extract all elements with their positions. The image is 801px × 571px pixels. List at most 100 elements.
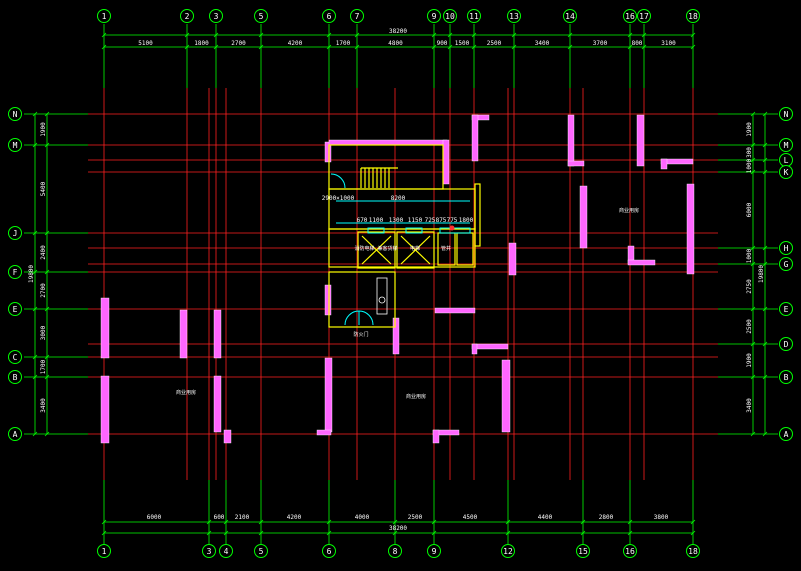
shaft-2-outline [456,232,474,266]
right-axis-bubble-label: D [784,340,789,349]
dim-tick [762,306,768,312]
lobby-door-label: 防火门 [353,331,368,338]
left-axis-bubble-circle [8,107,22,121]
dim-tick [762,169,768,175]
top-dimension: 3400 [535,40,550,47]
dim-tick [580,519,586,525]
dim-tick [447,44,453,50]
dim-tick [750,306,756,312]
dim-tick [44,142,50,148]
left-axis-bubble-circle [8,350,22,364]
dim-tick [44,374,50,380]
left-axis-bubble-circle [8,302,22,316]
right-axis-bubble-circle [779,257,793,271]
dim-tick [44,354,50,360]
elevator-cross [400,235,431,265]
dim-tick [44,230,50,236]
bottom-axis-bubble-circle [623,544,637,558]
wall-segment [100,297,110,359]
top-axis-bubble-circle [97,9,111,23]
dim-tick [258,44,264,50]
bottom-axis-bubble-label: 6 [327,547,332,556]
right-axis-bubble-label: N [784,110,789,119]
dim-tick [762,374,768,380]
dim-tick [32,431,38,437]
dim-tick [750,111,756,117]
equipment-circle [378,296,386,304]
dim-tick [44,306,50,312]
top-dimension: 5100 [138,40,153,47]
left-axis-bubble-label: J [13,229,18,238]
wall-segment [471,343,478,355]
top-axis-bubble-label: 11 [469,12,479,21]
bottom-axis-bubble-label: 8 [393,547,398,556]
dim-tick [431,530,437,536]
dim-tick [471,32,477,38]
dim-tick [471,44,477,50]
bottom-axis-bubble-label: 3 [207,547,212,556]
wall-segment [686,183,695,275]
dim-tick [101,32,107,38]
dim-tick [32,269,38,275]
equipment-box [376,277,388,315]
dim-tick [258,32,264,38]
wall-segment [471,343,509,350]
top-axis-bubble-label: 1 [102,12,107,21]
right-dimension: 2750 [746,279,753,294]
core-sub-dimension: 725 [425,217,436,224]
dim-tick [641,32,647,38]
core-sub-dimension: 1800 [459,217,474,224]
bottom-axis-bubble-circle [97,544,111,558]
wall-segment [432,429,440,444]
wall-segment [392,317,400,355]
dim-tick [184,32,190,38]
bottom-axis-bubble-circle [576,544,590,558]
core-dimension: 8200 [391,195,406,202]
dim-tick [354,44,360,50]
right-axis-bubble-label: E [784,305,789,314]
elevator-1-outline [357,231,396,269]
left-dimension: 2700 [40,283,47,298]
top-dimension: 3100 [661,40,676,47]
core-top-wall [328,139,448,146]
top-axis-bubble-circle [254,9,268,23]
dim-tick [580,530,586,536]
top-axis-bubble-label: 17 [639,12,649,21]
dim-tick [511,32,517,38]
dim-tick [762,157,768,163]
top-axis-bubble-circle [563,9,577,23]
top-axis-bubble-label: 16 [625,12,635,21]
bottom-dimension: 2100 [235,514,250,521]
wall-segment [567,160,585,167]
core-sub-dimension: 670 [357,217,368,224]
wall-segment [213,309,222,359]
core-sub-dimension: 1100 [369,217,384,224]
core-east-wall [474,183,481,247]
dim-tick [44,431,50,437]
right-dimension: 1000 [746,248,753,263]
wall-segment [223,429,232,444]
wall-segment [660,158,668,170]
left-dimension: 3400 [40,398,47,413]
dim-tick [431,519,437,525]
lobby-door-left [344,310,360,326]
bottom-dimension: 3800 [654,514,669,521]
dim-tick [505,519,511,525]
dim-tick [32,354,38,360]
stair-door-swing [330,173,346,189]
top-axis-bubble-circle [322,9,336,23]
left-axis-bubble-label: B [13,373,18,382]
right-dimension: 300 [746,147,753,158]
dim-tick [101,530,107,536]
top-axis-bubble-label: 7 [355,12,360,21]
wall-segment [508,242,517,276]
dim-tick [258,519,264,525]
dim-tick [762,341,768,347]
top-axis-bubble-circle [623,9,637,23]
bottom-dimension: 4200 [287,514,302,521]
wall-segment [213,375,222,433]
right-dimension: 2500 [746,319,753,334]
wall-segment [627,259,656,266]
dim-tick [392,530,398,536]
